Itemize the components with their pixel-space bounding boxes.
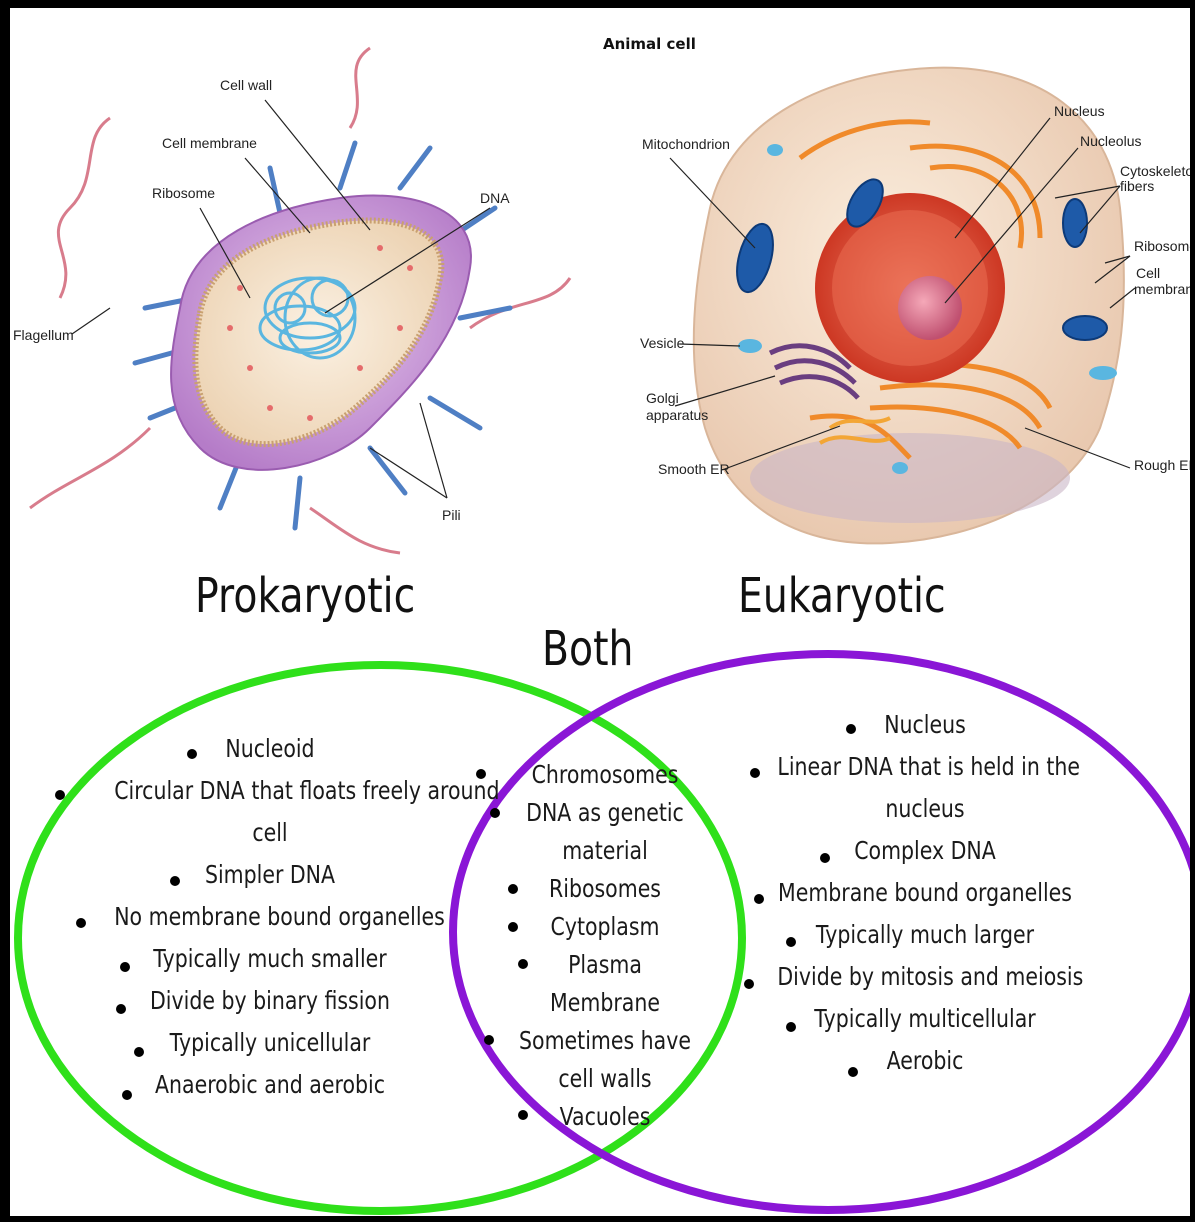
bullet-icon <box>754 894 764 904</box>
both-heading: Both <box>542 621 633 677</box>
bullet-icon <box>76 918 86 928</box>
bullet-icon <box>820 853 830 863</box>
list-item: Aerobic <box>777 1040 1072 1082</box>
bullet-icon <box>134 1047 144 1057</box>
bullet-icon <box>744 979 754 989</box>
list-item: Linear DNA that is held in the <box>777 746 1072 788</box>
list-item: Membrane <box>519 984 691 1022</box>
list-item: Divide by binary fission <box>114 980 426 1022</box>
list-item: cell walls <box>519 1060 691 1098</box>
list-item: Vacuoles <box>519 1098 691 1136</box>
list-item: Typically much larger <box>777 914 1072 956</box>
bullet-icon <box>490 808 500 818</box>
bullet-icon <box>187 749 197 759</box>
bullet-icon <box>120 962 130 972</box>
eukaryotic-list: Nucleus Linear DNA that is held in the n… <box>745 704 1105 1082</box>
bullet-icon <box>786 1022 796 1032</box>
prokaryotic-heading: Prokaryotic <box>195 568 415 624</box>
list-item: DNA as genetic <box>519 794 691 832</box>
list-item: Circular DNA that floats freely around <box>114 770 426 812</box>
list-item: Typically multicellular <box>777 998 1072 1040</box>
bullet-icon <box>508 884 518 894</box>
list-item: Sometimes have <box>519 1022 691 1060</box>
list-item: material <box>519 832 691 870</box>
eukaryotic-heading: Eukaryotic <box>738 568 946 624</box>
bullet-icon <box>55 790 65 800</box>
list-item: Nucleus <box>777 704 1072 746</box>
list-item: No membrane bound organelles <box>114 896 426 938</box>
list-item: cell <box>114 812 426 854</box>
bullet-icon <box>116 1004 126 1014</box>
figure-card: Cell wall Cell membrane Ribosome DNA Fla… <box>10 8 1190 1216</box>
list-item: Typically unicellular <box>114 1022 426 1064</box>
bullet-icon <box>170 876 180 886</box>
bullet-icon <box>518 1110 528 1120</box>
bullet-icon <box>122 1090 132 1100</box>
bullet-icon <box>846 724 856 734</box>
list-item: Nucleoid <box>114 728 426 770</box>
bullet-icon <box>848 1067 858 1077</box>
list-item: Typically much smaller <box>114 938 426 980</box>
both-list: Chromosomes DNA as genetic material Ribo… <box>500 756 710 1136</box>
list-item: Membrane bound organelles <box>777 872 1072 914</box>
list-item: Divide by mitosis and meiosis <box>777 956 1072 998</box>
bullet-icon <box>750 768 760 778</box>
list-item: Simpler DNA <box>114 854 426 896</box>
list-item: Ribosomes <box>519 870 691 908</box>
list-item: Complex DNA <box>777 830 1072 872</box>
bullet-icon <box>518 959 528 969</box>
list-item: nucleus <box>777 788 1072 830</box>
list-item: Cytoplasm <box>519 908 691 946</box>
bullet-icon <box>484 1035 494 1045</box>
bullet-icon <box>476 769 486 779</box>
bullet-icon <box>786 937 796 947</box>
list-item: Plasma <box>519 946 691 984</box>
bullet-icon <box>508 922 518 932</box>
list-item: Anaerobic and aerobic <box>114 1064 426 1106</box>
list-item: Chromosomes <box>519 756 691 794</box>
